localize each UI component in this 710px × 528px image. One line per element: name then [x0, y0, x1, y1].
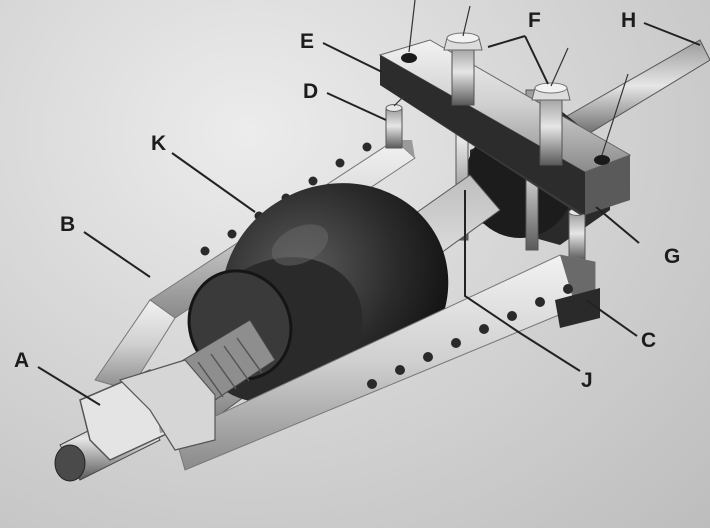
label-g: G [664, 245, 681, 268]
label-d: D [303, 80, 319, 103]
label-a: A [14, 349, 30, 372]
label-e: E [300, 30, 315, 53]
label-j: J [581, 369, 593, 392]
label-c: C [641, 329, 657, 352]
crossbar-e [378, 39, 632, 215]
rod-h [559, 39, 710, 143]
marker-pins [393, 0, 629, 156]
nut-a [54, 359, 216, 482]
label-b: B [60, 213, 76, 236]
label-h: H [621, 9, 637, 32]
bolts-f [443, 32, 571, 166]
leader-lines [37, 22, 701, 406]
foot-c [555, 288, 600, 328]
label-k: K [151, 132, 167, 155]
label-f: F [528, 9, 541, 32]
